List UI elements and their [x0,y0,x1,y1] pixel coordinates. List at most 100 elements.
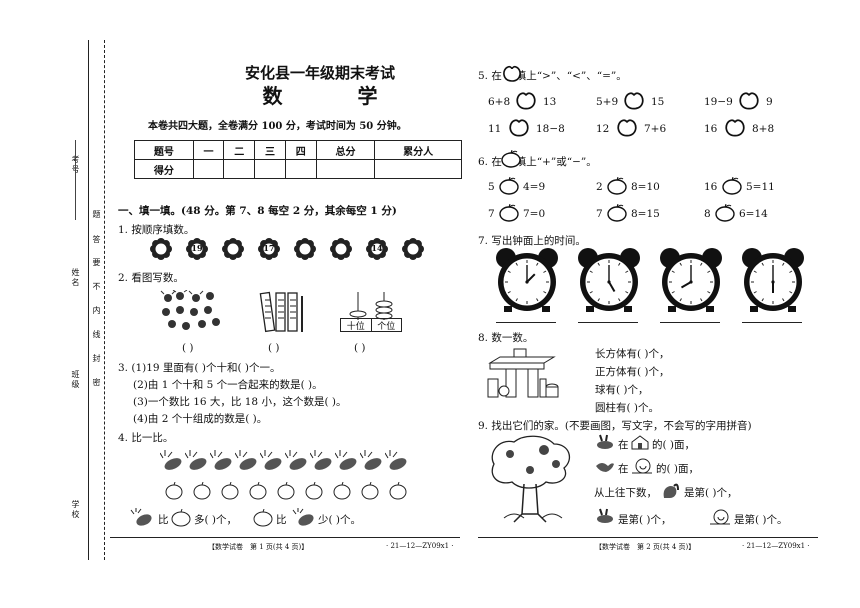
apple-blank-icon[interactable] [721,177,743,195]
pineapple-icon [385,450,407,470]
q2-blank-2[interactable]: ( ) [268,342,280,354]
q6-left-operand: 5 [488,181,495,193]
bird-icon [596,463,614,472]
peach-blank-icon[interactable] [736,89,762,111]
clock-answer-line[interactable] [496,322,556,323]
flower-number: 17 [263,243,275,253]
peach-blank-icon[interactable] [614,116,640,138]
q2-blank-3[interactable]: ( ) [354,342,366,354]
flower-icon[interactable] [222,238,244,260]
q5-right-operand: 8+8 [752,123,775,135]
apple-icon [277,482,295,500]
flower-icon[interactable] [330,238,352,260]
instructions: 本卷共四大题，全卷满分 100 分，考试时间为 50 分钟。 [148,121,407,132]
q9-line2-b: 的( )面， [656,463,700,475]
pineapple-icon [335,450,357,470]
apple-blank-icon[interactable] [606,177,628,195]
apple-icon [305,482,323,500]
score-cell[interactable] [315,159,376,179]
flower-icon[interactable] [294,238,316,260]
q4-compare-c: 比 [276,514,287,526]
q6-right-operand: 5=11 [746,181,775,193]
sidebar-label-xian: 线 [92,330,101,340]
flower-icon[interactable] [402,238,424,260]
q8-text: 8. 数一数。 [478,332,534,344]
q5-right-operand: 7+6 [644,123,667,135]
sidebar-label-da: 答 [92,235,101,245]
q4-compare-a: 比 [158,514,169,526]
q6-left-operand: 8 [704,208,711,220]
flower-icon[interactable] [150,238,172,260]
score-cell[interactable] [192,159,225,179]
tree-picture-icon [491,435,571,523]
apple-blank-icon[interactable] [498,204,520,222]
pineapple-icon [360,450,382,470]
section1-heading: 一、填一填。(48 分。第 7、8 每空 2 分，其余每空 1 分) [118,205,397,217]
apple-icon [221,482,239,500]
peach-blank-icon[interactable] [722,116,748,138]
apple-icon [501,150,521,168]
q6-right-operand: 8=10 [631,181,660,193]
apple-icon [249,482,267,500]
q9-line4-a: 是第( )个， [618,514,672,526]
snail-icon [710,509,730,525]
q8-item-cube: 正方体有( )个， [595,366,670,378]
clock-answer-line[interactable] [660,322,720,323]
alarm-clock-icon [578,248,640,312]
footer-left: 【数学试卷 第 1 页(共 4 页)】 [208,543,309,551]
sidebar-label-yao: 要 [92,258,101,268]
apple-blank-icon[interactable] [606,204,628,222]
score-row-label: 得分 [134,159,194,179]
q9-line2-a: 在 [618,463,629,475]
apple-blank-icon[interactable] [714,204,736,222]
pineapple-icon [310,450,332,470]
score-cell[interactable] [374,159,462,179]
house-icon [631,435,649,450]
q5-left-operand: 5+9 [596,96,619,108]
alarm-clock-icon [496,248,558,312]
q9-line3-a: 从上往下数， [594,487,657,499]
sidebar-label-nei: 内 [92,306,101,316]
alarm-clock-icon [742,248,804,312]
apple-icon [333,482,351,500]
q1-text: 1. 按顺序填数。 [118,224,195,236]
q6-left-operand: 2 [596,181,603,193]
clock-answer-line[interactable] [578,322,638,323]
footer-rule-left [110,537,460,538]
score-cell[interactable] [254,159,286,179]
q5-left-operand: 11 [488,123,502,135]
score-cell[interactable] [223,159,256,179]
q6-right-operand: 8=15 [631,208,660,220]
footer-rule-right [478,537,818,538]
apple-blank-icon[interactable] [170,509,192,527]
footer-right-code: · 21—12—ZY09x1 · [742,542,810,550]
q5-left-operand: 6+8 [488,96,511,108]
score-cell[interactable] [284,159,317,179]
q8-item-cuboid: 长方体有( )个， [595,348,670,360]
exam-title: 安化县一年级期末考试 [244,64,395,82]
peach-blank-icon[interactable] [513,89,539,111]
q6-left-operand: 16 [704,181,718,193]
clock-answer-line[interactable] [742,322,802,323]
q6-right-operand: 6=14 [739,208,768,220]
q3-text-4: (4)由 2 个十组成的数是( )。 [133,413,268,425]
peach-blank-icon[interactable] [621,89,647,111]
q4-text: 4. 比一比。 [118,432,174,444]
apple-icon [361,482,379,500]
q2-blank-1[interactable]: ( ) [182,342,194,354]
q8-item-sphere: 球有( )个， [595,384,649,396]
peach-blank-icon[interactable] [506,116,532,138]
abacus-label-box: 十位 个位 [340,318,402,332]
flower-icon: 14 [366,238,388,260]
apple-blank-icon[interactable] [498,177,520,195]
subject-title: 数 学 [262,84,412,108]
apple-blank-icon[interactable] [252,509,274,527]
rabbit-icon [597,434,613,449]
q9-text: 9. 找出它们的家。(不要画图，写文字，不会写的字用拼音) [478,420,752,432]
abacus-label-ones: 个位 [377,322,396,332]
score-header-cell: 三 [254,140,286,160]
sidebar-label-ti: 题 [92,210,101,220]
sidebar-label-bu: 不 [92,282,101,292]
binding-line-2 [104,40,105,560]
abacus-icon [349,292,393,320]
